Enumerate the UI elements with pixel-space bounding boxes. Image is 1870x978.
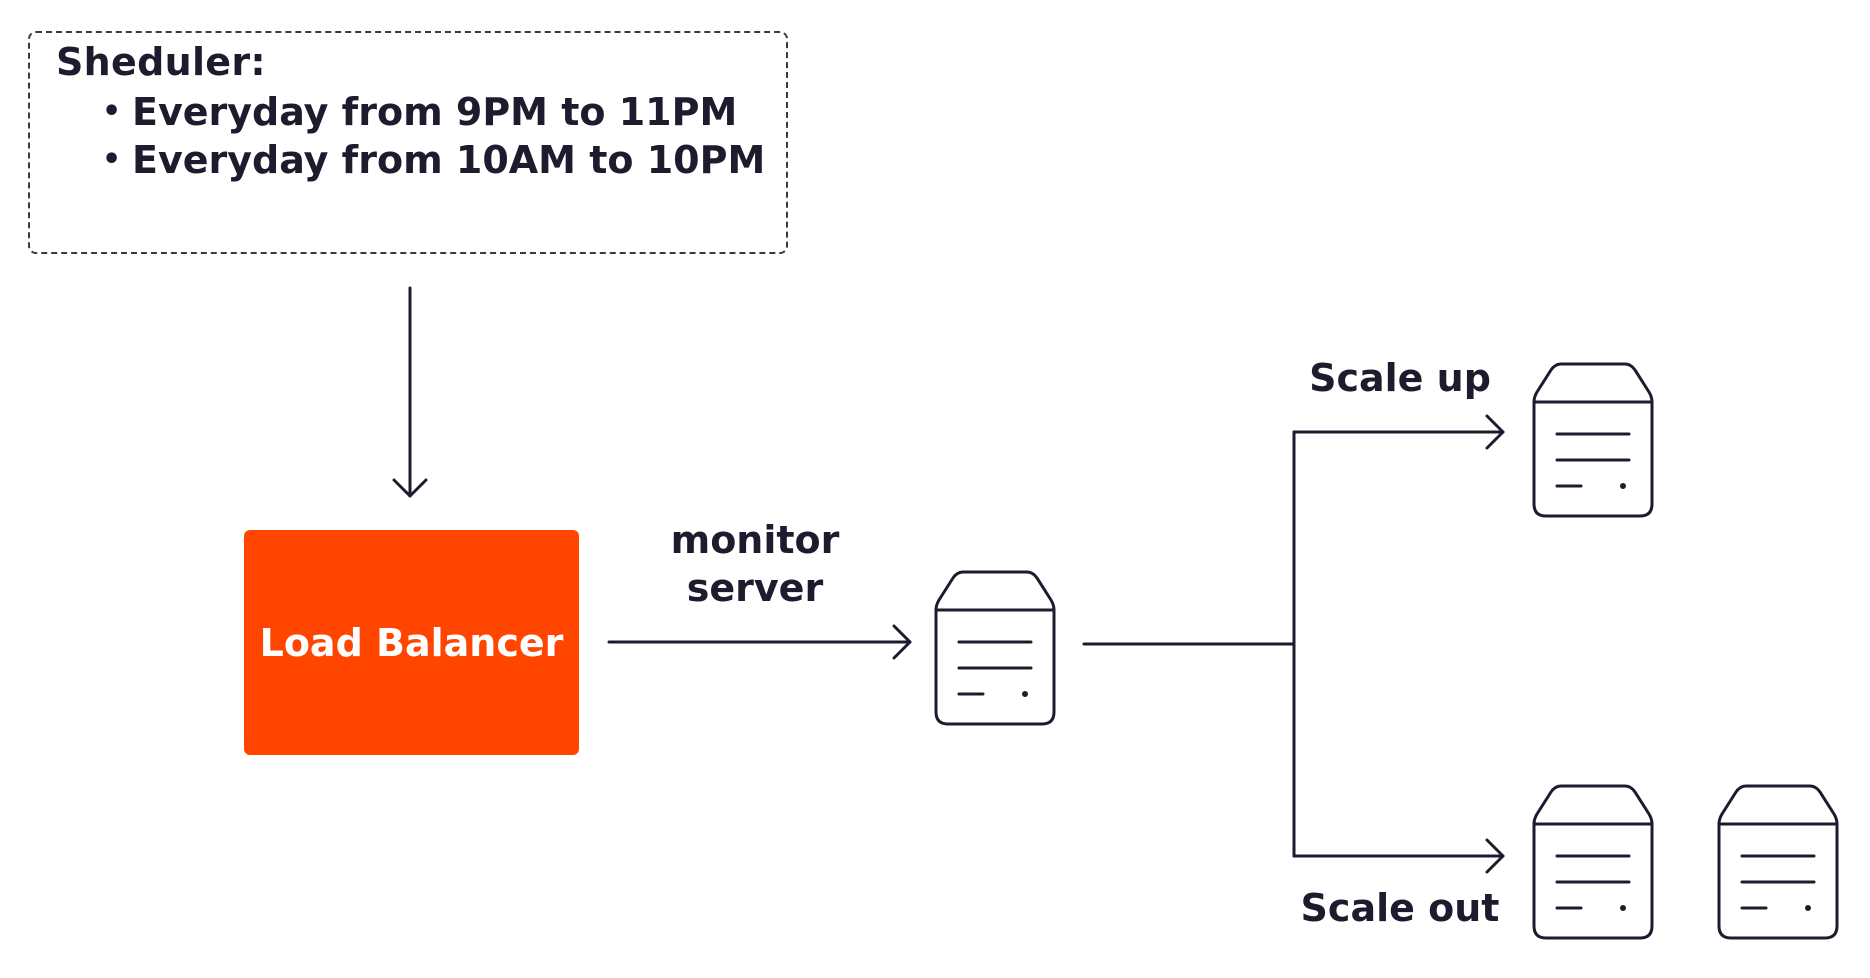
load-balancer-label: Load Balancer — [259, 620, 564, 665]
scale-up-arrow-head — [1485, 414, 1505, 450]
scheduler-box — [28, 31, 788, 254]
bullet-icon: • — [102, 142, 122, 177]
monitor-server-label: monitor server — [670, 518, 840, 610]
scheduler-title: Sheduler: — [56, 40, 266, 84]
monitor-arrow-head — [892, 624, 912, 660]
scheduler-arrow-head — [392, 478, 428, 498]
server-icon — [1717, 784, 1839, 940]
scheduler-list: •Everyday from 9PM to 11PM •Everyday fro… — [80, 88, 765, 184]
load-balancer-box: Load Balancer — [244, 530, 579, 755]
scheduler-item: •Everyday from 10AM to 10PM — [102, 138, 766, 182]
bullet-icon: • — [102, 94, 122, 129]
scale-out-arrow-head — [1485, 838, 1505, 874]
scale-up-label: Scale up — [1309, 356, 1491, 400]
scheduler-item: •Everyday from 9PM to 11PM — [102, 90, 738, 134]
server-icon — [934, 570, 1056, 726]
server-icon — [1532, 362, 1654, 518]
scale-out-label: Scale out — [1300, 886, 1500, 930]
server-icon — [1532, 784, 1654, 940]
